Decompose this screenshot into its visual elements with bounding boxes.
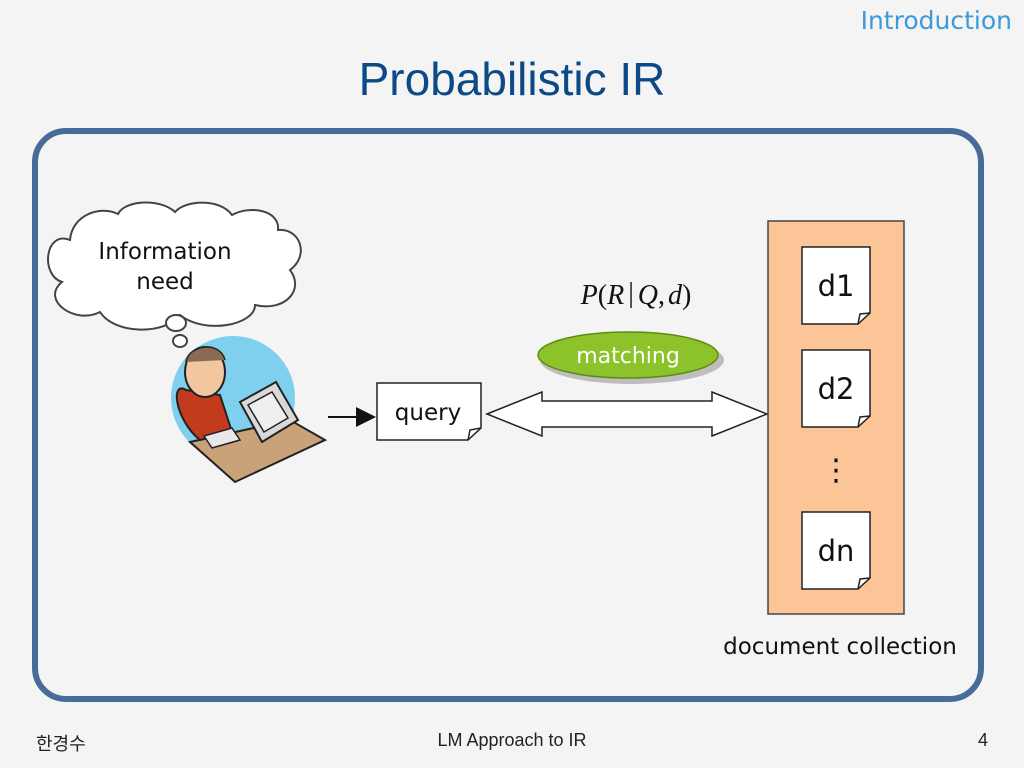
- thought-cloud: Information need: [47, 201, 302, 348]
- query-label: query: [395, 400, 461, 426]
- document-d1-label: d1: [818, 269, 855, 303]
- documents-ellipsis: ⋮: [821, 453, 851, 488]
- page-number: 4: [977, 730, 988, 750]
- formula-comma: ,: [658, 280, 665, 311]
- document-d1: d1: [801, 246, 871, 325]
- document-d2-label: d2: [818, 372, 855, 406]
- document-d2: d2: [801, 349, 871, 428]
- section-label: Introduction: [860, 6, 1012, 35]
- matching-label: matching: [576, 344, 680, 369]
- cloud-text-line-2: need: [136, 269, 193, 295]
- slide-title: Probabilistic IR: [358, 53, 666, 105]
- collection-label: document collection: [723, 634, 957, 660]
- document-dn-label: dn: [818, 534, 855, 568]
- document-collection: d1 d2 ⋮ dn: [767, 220, 905, 615]
- matching-ellipse: matching: [537, 331, 724, 384]
- query-document: query: [376, 382, 482, 441]
- formula-p: P: [580, 280, 598, 311]
- footer-title: LM Approach to IR: [437, 730, 587, 750]
- footer-author: 한경수: [36, 734, 86, 754]
- user-computer-illustration: [171, 336, 328, 484]
- formula-q: Q: [638, 280, 658, 311]
- formula-bar: |: [628, 278, 634, 309]
- formula-d: d: [668, 280, 683, 311]
- formula-r: R: [606, 280, 624, 311]
- document-dn: dn: [801, 511, 871, 590]
- probability-formula: P(R|Q,d): [580, 278, 692, 311]
- formula-open-paren: (: [598, 280, 607, 311]
- cloud-text-line-1: Information: [98, 239, 231, 265]
- matching-double-arrow: [484, 390, 770, 438]
- formula-close-paren: ): [682, 280, 691, 311]
